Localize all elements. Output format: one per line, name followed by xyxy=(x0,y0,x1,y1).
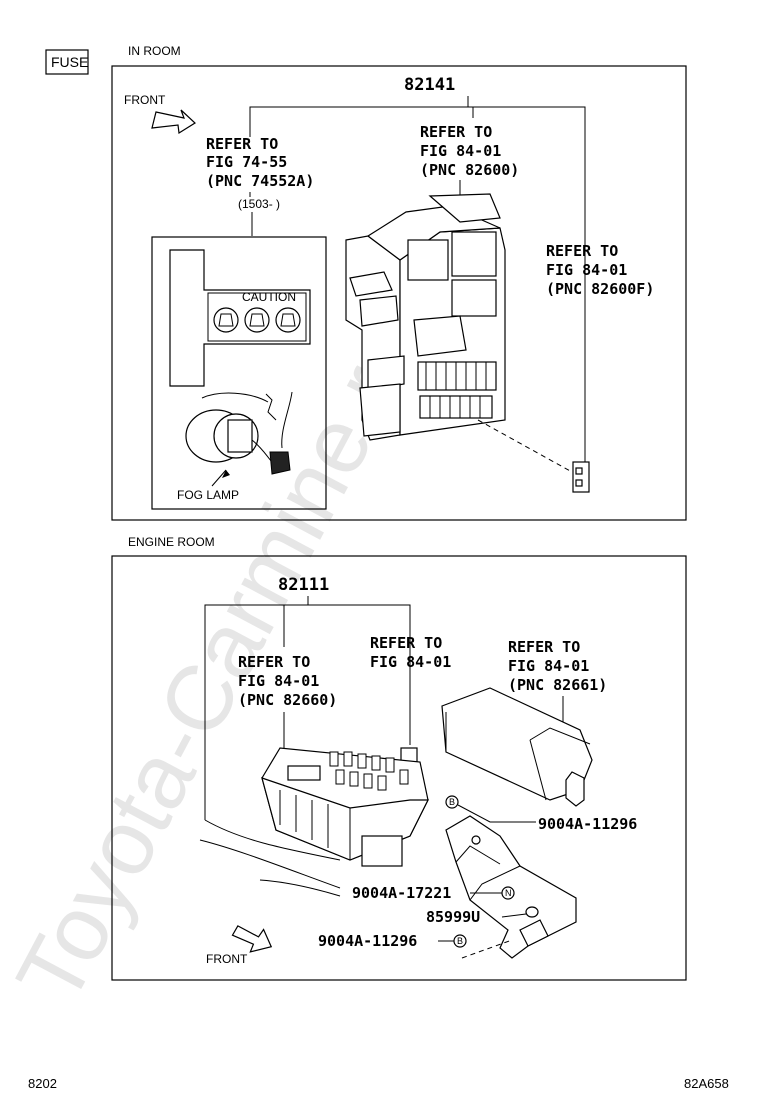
svg-text:REFER TO: REFER TO xyxy=(546,242,618,260)
svg-text:FIG 74-55: FIG 74-55 xyxy=(206,153,287,171)
engine-room-refer-right: REFER TO FIG 84-01 (PNC 82661) xyxy=(508,638,607,694)
page-id: 8202 xyxy=(28,1076,57,1091)
fog-lamp-label: FOG LAMP xyxy=(177,488,239,502)
fuse-tag-box xyxy=(45,49,89,75)
svg-text:(PNC 74552A): (PNC 74552A) xyxy=(206,172,314,190)
in-room-leader-dashed xyxy=(477,419,573,473)
part-9004a-11296-bottom: 9004A-11296 xyxy=(318,932,417,950)
in-room-heading: IN ROOM xyxy=(128,44,181,58)
svg-text:FIG 84-01: FIG 84-01 xyxy=(420,142,501,160)
fuse-tag: FUSE xyxy=(51,54,88,70)
engine-room-junction-block xyxy=(199,747,429,897)
part-85999u: 85999U xyxy=(426,908,480,926)
svg-text:REFER TO: REFER TO xyxy=(206,135,278,153)
part-9004a-17221: 9004A-17221 xyxy=(352,884,451,902)
svg-text:(PNC 82600F): (PNC 82600F) xyxy=(546,280,654,298)
svg-text:FIG 84-01: FIG 84-01 xyxy=(370,653,451,671)
svg-text:REFER TO: REFER TO xyxy=(508,638,580,656)
svg-text:(PNC 82600): (PNC 82600) xyxy=(420,161,519,179)
marker-b-bottom xyxy=(453,934,467,948)
engine-room-refer-left: REFER TO FIG 84-01 (PNC 82660) xyxy=(238,653,337,709)
fog-lamp-bulb-icon xyxy=(185,391,293,475)
in-room-junction-block xyxy=(345,193,506,441)
fog-lamp-inset xyxy=(151,236,327,510)
svg-text:FIG 84-01: FIG 84-01 xyxy=(546,261,627,279)
part-9004a-11296-top: 9004A-11296 xyxy=(538,815,637,833)
svg-text:REFER TO: REFER TO xyxy=(370,634,442,652)
in-room-refer-mid: REFER TO FIG 84-01 (PNC 82600) xyxy=(420,123,519,179)
engine-room-pnc-82111: 82111 xyxy=(278,575,329,595)
in-room-date-range: (1503- ) xyxy=(238,197,280,211)
marker-b-bottom-label: B xyxy=(457,936,463,946)
svg-text:REFER TO: REFER TO xyxy=(238,653,310,671)
marker-b-top xyxy=(445,795,459,809)
engine-room-front-label: FRONT xyxy=(206,952,248,966)
marker-n xyxy=(501,886,515,900)
svg-text:FIG 84-01: FIG 84-01 xyxy=(508,657,589,675)
in-room-refer-left: REFER TO FIG 74-55 (PNC 74552A) xyxy=(206,135,314,190)
svg-text:(PNC 82660): (PNC 82660) xyxy=(238,691,337,709)
engine-room-bracket-stay xyxy=(445,815,577,959)
svg-text:REFER TO: REFER TO xyxy=(420,123,492,141)
engine-room-heading: ENGINE ROOM xyxy=(128,535,215,549)
front-arrow-icon xyxy=(151,109,196,135)
in-room-pnc-82141: 82141 xyxy=(404,75,455,95)
front-arrow-icon-engine xyxy=(231,925,273,953)
in-room-bracket xyxy=(249,106,586,470)
in-room-frame xyxy=(111,65,687,521)
relay-box-cover xyxy=(441,687,593,807)
marker-b-top-label: B xyxy=(449,797,455,807)
marker-n-label: N xyxy=(505,888,512,898)
in-room-refer-right: REFER TO FIG 84-01 (PNC 82600F) xyxy=(546,242,654,298)
engine-room-refer-mid: REFER TO FIG 84-01 xyxy=(370,634,451,671)
caution-label: CAUTION xyxy=(242,290,296,304)
in-room-connector-clip xyxy=(572,461,590,493)
svg-text:FIG 84-01: FIG 84-01 xyxy=(238,672,319,690)
svg-text:(PNC 82661): (PNC 82661) xyxy=(508,676,607,694)
figure-code: 82A658 xyxy=(684,1076,729,1091)
in-room-front-label: FRONT xyxy=(124,93,166,107)
engine-room-frame xyxy=(111,555,687,981)
